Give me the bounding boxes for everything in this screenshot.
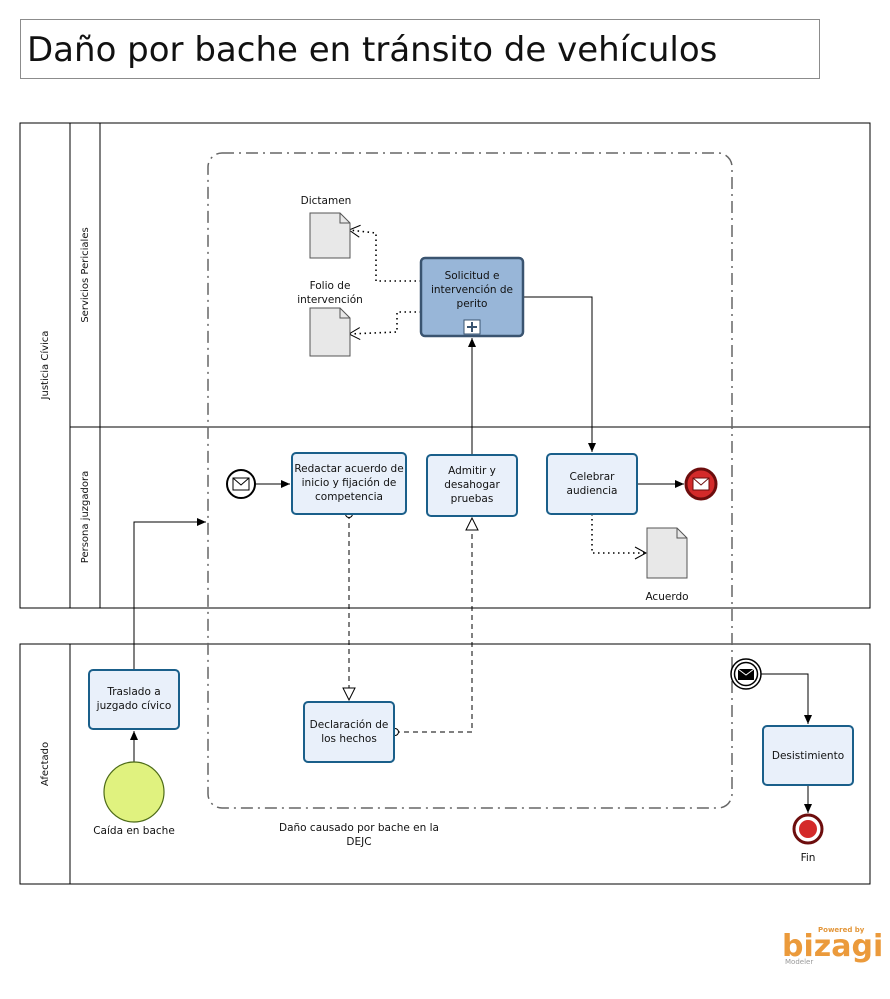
task-label-solicitud-3: perito: [457, 298, 488, 310]
end-event-label: Fin: [801, 852, 816, 864]
task-declaracion[interactable]: Declaración de los hechos: [303, 701, 395, 763]
diagram-title: Daño por bache en tránsito de vehículos: [20, 19, 820, 79]
logo-bizagi: bizagi: [782, 929, 884, 964]
task-desistimiento[interactable]: Desistimiento: [762, 725, 854, 786]
document-label-folio-2: intervención: [297, 294, 363, 306]
task-redactar[interactable]: Redactar acuerdo de inicio y fijación de…: [291, 452, 407, 515]
task-label-redactar-3: competencia: [315, 491, 383, 503]
task-label-traslado-1: Traslado a: [106, 686, 160, 698]
task-label-declaracion-1: Declaración de: [310, 719, 389, 731]
task-traslado[interactable]: Traslado a juzgado cívico: [88, 669, 180, 730]
task-label-redactar-2: inicio y fijación de: [302, 477, 397, 489]
message-start-event[interactable]: [226, 469, 256, 499]
pool-label-afectado: Afectado: [40, 742, 51, 786]
lane-label-persona: Persona juzgadora: [80, 471, 91, 563]
document-dictamen: Dictamen: [301, 195, 352, 259]
start-event-label: Caída en bache: [93, 825, 175, 837]
pool-justicia-civica: Justicia Cívica Servicios Periciales Per…: [19, 122, 871, 609]
document-label-folio-1: Folio de: [310, 280, 351, 292]
message-intermediate-event[interactable]: [730, 658, 762, 690]
association-solicitud-folio: [347, 311, 421, 340]
logo-powered-by: Powered by: [818, 926, 865, 934]
group-label-line2: DEJC: [346, 836, 371, 848]
document-folio: Folio de intervención: [297, 280, 363, 357]
document-label-acuerdo: Acuerdo: [645, 591, 688, 603]
task-label-declaracion-2: los hechos: [321, 733, 377, 745]
task-label-solicitud-2: intervención de: [431, 284, 513, 296]
expand-subprocess-icon[interactable]: [463, 319, 481, 335]
start-event-caida[interactable]: Caída en bache: [93, 761, 175, 837]
association-solicitud-dictamen: [347, 224, 421, 282]
envelope-icon: [692, 477, 710, 491]
task-label-traslado-2: juzgado cívico: [96, 700, 172, 712]
task-label-redactar-1: Redactar acuerdo de: [294, 463, 403, 475]
message-declaracion-to-admitir: [395, 518, 472, 732]
task-label-celebrar-2: audiencia: [567, 485, 618, 497]
group-label-line1: Daño causado por bache en la: [279, 822, 439, 834]
end-event-fin[interactable]: Fin: [792, 813, 824, 864]
envelope-icon: [737, 668, 755, 680]
lane-label-servicios: Servicios Periciales: [80, 227, 91, 322]
document-acuerdo: Acuerdo: [645, 527, 689, 603]
flow-solicitud-to-celebrar: [523, 296, 596, 452]
group-box: [207, 152, 733, 809]
task-label-celebrar-1: Celebrar: [570, 471, 616, 483]
task-label-admitir-2: desahogar: [444, 479, 500, 491]
task-label-desistimiento: Desistimiento: [772, 750, 844, 762]
pool-label-justicia: Justicia Cívica: [39, 331, 51, 401]
association-celebrar-acuerdo: [591, 514, 648, 560]
task-admitir[interactable]: Admitir y desahogar pruebas: [426, 454, 518, 517]
envelope-icon: [232, 477, 250, 491]
task-label-admitir-3: pruebas: [451, 493, 494, 505]
task-celebrar[interactable]: Celebrar audiencia: [546, 453, 638, 515]
subprocess-solicitud[interactable]: Solicitud e intervención de perito: [419, 256, 525, 338]
document-label-dictamen: Dictamen: [301, 195, 352, 207]
task-label-solicitud-1: Solicitud e: [445, 270, 500, 282]
flow-traslado-to-group: [133, 518, 206, 670]
logo-modeler: Modeler: [785, 958, 814, 966]
message-end-event[interactable]: [684, 467, 718, 501]
task-label-admitir-1: Admitir y: [448, 465, 496, 477]
flow-intermediate-to-desistimiento: [761, 673, 812, 724]
